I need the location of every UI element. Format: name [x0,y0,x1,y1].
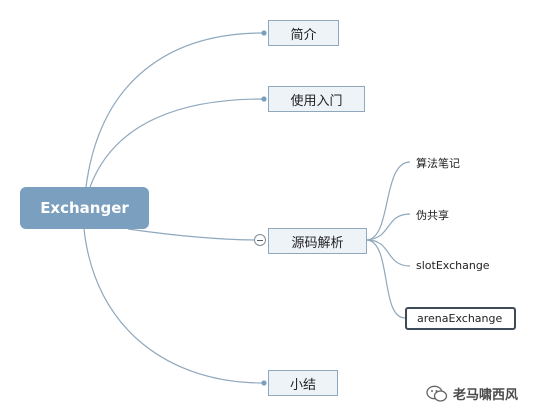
connector-to-xiaojie [83,228,264,384]
leaf-node-arenaexchange[interactable]: arenaExchange [405,307,516,330]
leaf-node-slotexchange[interactable]: slotExchange [416,259,490,272]
anchor-dot [261,380,267,386]
connector-to-yuanma [127,228,261,241]
connector-to-arena [366,239,406,319]
connector-to-weigongxiang [366,213,411,241]
connector-to-suanfa [366,161,411,241]
connector-to-shiyong [89,98,264,188]
leaf-node-suanfabiji[interactable]: 算法笔记 [416,157,460,170]
topic-node-jianjie[interactable]: 简介 [268,20,339,46]
root-node[interactable]: Exchanger [20,187,149,229]
anchor-dot [261,30,267,36]
topic-node-yuanmajiexi[interactable]: 源码解析 [268,228,367,254]
connector-to-slot [366,239,411,267]
wechat-icon [426,385,448,402]
anchor-dot [261,96,267,102]
collapse-toggle-icon[interactable] [254,234,266,246]
connector-to-jianjie [85,32,264,188]
topic-node-shiyongrumen[interactable]: 使用入门 [268,86,365,112]
watermark: 老马啸西风 [426,384,518,403]
topic-node-xiaojie[interactable]: 小结 [268,370,338,396]
watermark-text: 老马啸西风 [453,388,519,403]
leaf-node-weigongxiang[interactable]: 伪共享 [416,209,449,222]
